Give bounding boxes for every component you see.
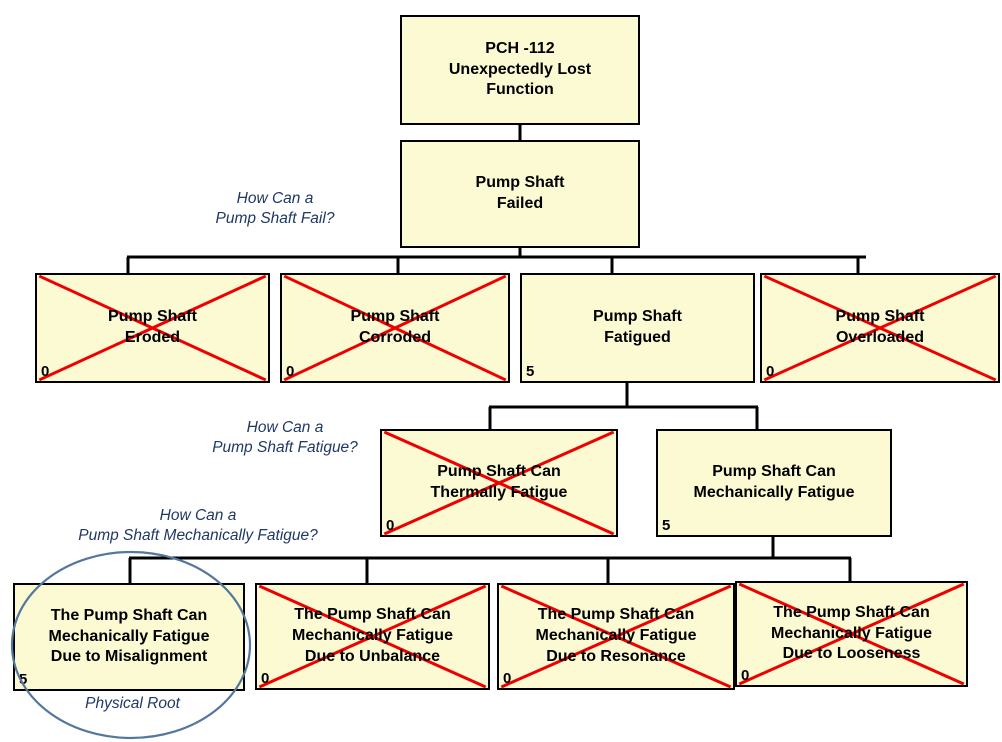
node-fatigue-unbalance[interactable]: The Pump Shaft Can Mechanically Fatigue …	[255, 583, 490, 690]
node-thermally-fatigue[interactable]: Pump Shaft Can Thermally Fatigue 0	[380, 429, 618, 537]
node-pch-112-lost-function[interactable]: PCH -112 Unexpectedly Lost Function	[400, 15, 640, 125]
node-mechanically-fatigue[interactable]: Pump Shaft Can Mechanically Fatigue 5	[656, 429, 892, 537]
red-x-mark	[37, 275, 268, 381]
node-pump-shaft-eroded[interactable]: Pump Shaft Eroded 0	[35, 273, 270, 383]
node-label: The Pump Shaft Can Mechanically Fatigue …	[48, 606, 210, 666]
node-pump-shaft-overloaded[interactable]: Pump Shaft Overloaded 0	[760, 273, 1000, 383]
red-x-mark	[737, 583, 966, 685]
red-x-mark	[499, 585, 733, 688]
node-score: 5	[19, 670, 28, 688]
node-pump-shaft-corroded[interactable]: Pump Shaft Corroded 0	[280, 273, 510, 383]
node-score: 0	[766, 362, 775, 380]
red-x-mark	[257, 585, 488, 688]
node-label: Pump Shaft Eroded	[108, 308, 197, 346]
node-label: The Pump Shaft Can Mechanically Fatigue …	[292, 606, 453, 665]
node-label: Pump Shaft Can Thermally Fatigue	[430, 463, 568, 501]
label-physical-root: Physical Root	[85, 695, 180, 712]
red-x-mark	[282, 275, 508, 381]
node-fatigue-looseness[interactable]: The Pump Shaft Can Mechanically Fatigue …	[735, 581, 968, 687]
node-score: 0	[386, 516, 395, 534]
node-label: Pump Shaft Fatigued	[593, 308, 682, 346]
node-pump-shaft-fatigued[interactable]: Pump Shaft Fatigued 5	[520, 273, 755, 383]
node-score: 5	[662, 516, 671, 534]
node-score: 0	[41, 362, 50, 380]
red-x-mark	[382, 431, 616, 535]
node-label: Pump Shaft Corroded	[350, 308, 440, 346]
node-fatigue-misalignment[interactable]: The Pump Shaft Can Mechanically Fatigue …	[13, 583, 245, 691]
node-pump-shaft-failed[interactable]: Pump Shaft Failed	[400, 140, 640, 248]
node-label: The Pump Shaft Can Mechanically Fatigue …	[771, 603, 932, 663]
node-score: 0	[503, 669, 512, 687]
annotation-how-can-pump-shaft-mechanically-fatigue: How Can a Pump Shaft Mechanically Fatigu…	[78, 507, 318, 545]
node-score: 0	[741, 666, 750, 684]
node-label: The Pump Shaft Can Mechanically Fatigue …	[535, 606, 697, 665]
node-fatigue-resonance[interactable]: The Pump Shaft Can Mechanically Fatigue …	[497, 583, 735, 690]
red-x-mark	[762, 275, 998, 381]
annotation-how-can-pump-shaft-fail: How Can a Pump Shaft Fail?	[215, 190, 335, 228]
node-score: 0	[286, 362, 295, 380]
node-label: PCH -112 Unexpectedly Lost Function	[448, 39, 592, 99]
node-label: Pump Shaft Failed	[475, 174, 565, 212]
node-score: 0	[261, 669, 270, 687]
node-label: Pump Shaft Overloaded	[835, 308, 925, 346]
node-label: Pump Shaft Can Mechanically Fatigue	[693, 463, 855, 501]
node-score: 5	[526, 362, 535, 380]
annotation-how-can-pump-shaft-fatigue: How Can a Pump Shaft Fatigue?	[212, 419, 358, 457]
